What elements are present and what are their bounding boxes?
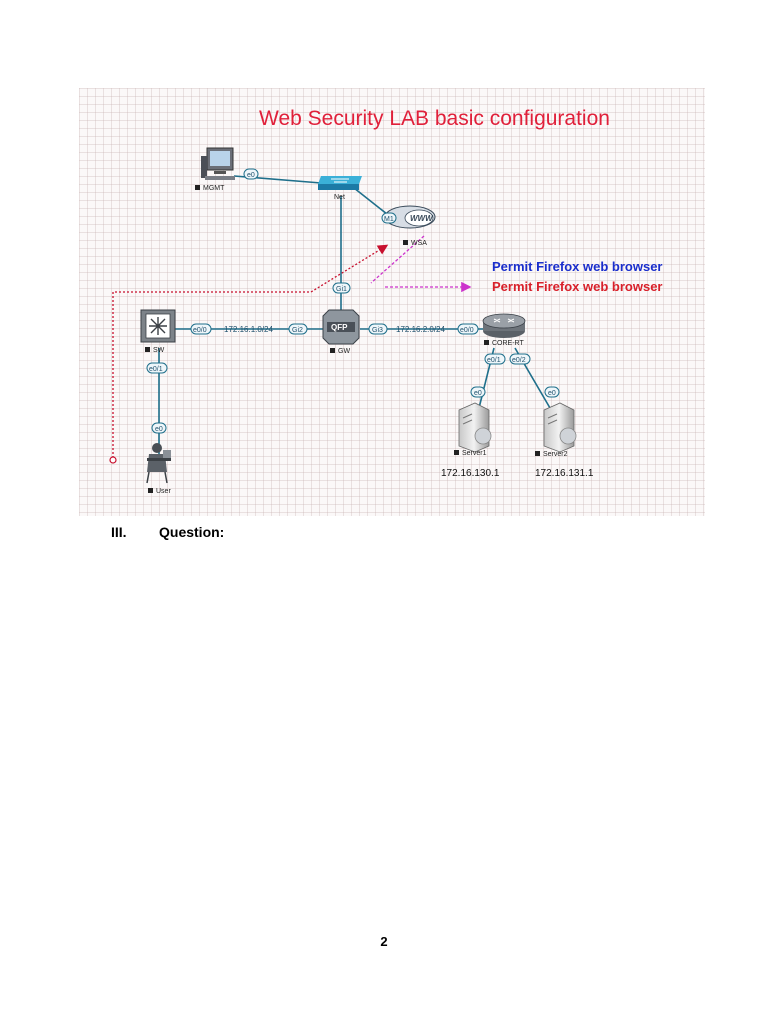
net-label: Net: [334, 194, 345, 201]
iface-server1-e0-tag: [470, 386, 486, 398]
page-number: 2: [380, 934, 388, 949]
iface-wsa-m1: M1: [384, 216, 394, 223]
permit-annotation-blue: Permit Firefox web browser: [492, 259, 663, 274]
iface-gw-gi3-tag: [368, 323, 388, 335]
sw-label: SW: [153, 347, 165, 354]
server1-label: Server1: [462, 450, 487, 457]
core-rt-marker: [484, 340, 489, 345]
iface-core-e0-1-tag: [484, 353, 506, 365]
iface-gw-gi3: Gi3: [372, 327, 383, 334]
iface-user-e0-tag: [151, 422, 167, 434]
gw-label: GW: [338, 348, 350, 355]
iface-core-e0-1: e0/1: [487, 357, 501, 364]
path-user-to-wsa: [109, 244, 389, 464]
iface-sw-e0-1: e0/1: [149, 366, 163, 373]
server2-icon[interactable]: [543, 402, 577, 453]
core-router-icon[interactable]: [482, 313, 526, 338]
core-rt-label: CORE-RT: [492, 340, 524, 347]
iface-mgmt-e0-tag: [243, 168, 259, 180]
server2-ip: 172.16.131.1: [535, 468, 594, 479]
section-number: III.: [111, 524, 127, 540]
interface-tags: e0 M1 Gi1 Gi2 Gi3 e0/0 e0/1 e0 e0/0 e0/1…: [146, 168, 560, 434]
iface-core-e0-0: e0/0: [460, 327, 474, 334]
iface-core-e0-2-tag: [509, 353, 531, 365]
iface-server1-e0: e0: [474, 390, 482, 397]
sw-marker: [145, 347, 150, 352]
iface-core-e0-2: e0/2: [512, 357, 526, 364]
section-title: Question:: [159, 524, 225, 540]
iface-sw-e0-0: e0/0: [193, 327, 207, 334]
diagram-title: Web Security LAB basic configuration: [259, 107, 610, 130]
iface-gw-gi1: Gi1: [336, 286, 347, 293]
sw-switch-icon[interactable]: [140, 309, 176, 343]
iface-sw-e0-1-tag: [146, 362, 168, 374]
network-diagram: Web Security LAB basic configuration MGM…: [79, 88, 705, 516]
iface-core-e0-0-tag: [457, 323, 479, 335]
iface-sw-e0-0-tag: [190, 323, 212, 335]
mgmt-pc-icon[interactable]: [201, 147, 235, 180]
wsa-label: WSA: [411, 240, 427, 247]
iface-server2-e0: e0: [548, 390, 556, 397]
subnet-labels: 172.16.1.0/24 172.16.2.0/24: [224, 325, 445, 334]
gw-logo-text: QFP: [331, 323, 348, 332]
server1-marker: [454, 450, 459, 455]
iface-mgmt-e0: e0: [247, 172, 255, 179]
iface-gw-gi2-tag: [288, 323, 308, 335]
gw-marker: [330, 348, 335, 353]
subnet-right: 172.16.2.0/24: [396, 325, 445, 334]
path-wsa-to-servers: [370, 235, 472, 293]
wsa-marker: [403, 240, 408, 245]
user-marker: [148, 488, 153, 493]
path-start-marker: [109, 456, 117, 464]
permit-annotation-red: Permit Firefox web browser: [492, 279, 663, 294]
server2-label: Server2: [543, 451, 568, 458]
gw-router-icon[interactable]: QFP: [322, 309, 360, 345]
wsa-logo-text: WWW: [410, 214, 434, 223]
mgmt-marker: [195, 185, 200, 190]
server2-marker: [535, 451, 540, 456]
iface-gw-gi1-tag: [332, 282, 351, 294]
server1-ip: 172.16.130.1: [441, 468, 500, 479]
section-heading: III. Question:: [111, 524, 224, 540]
server1-icon[interactable]: [458, 402, 492, 453]
user-label: User: [156, 488, 171, 495]
iface-wsa-m1-tag: [381, 212, 397, 224]
iface-server2-e0-tag: [544, 386, 560, 398]
subnet-left: 172.16.1.0/24: [224, 325, 273, 334]
network-diagram-svg: Web Security LAB basic configuration MGM…: [109, 107, 663, 495]
iface-gw-gi2: Gi2: [292, 327, 303, 334]
net-switch-icon[interactable]: [318, 176, 362, 190]
user-icon[interactable]: [146, 443, 171, 484]
mgmt-label: MGMT: [203, 185, 225, 192]
iface-user-e0: e0: [155, 426, 163, 433]
